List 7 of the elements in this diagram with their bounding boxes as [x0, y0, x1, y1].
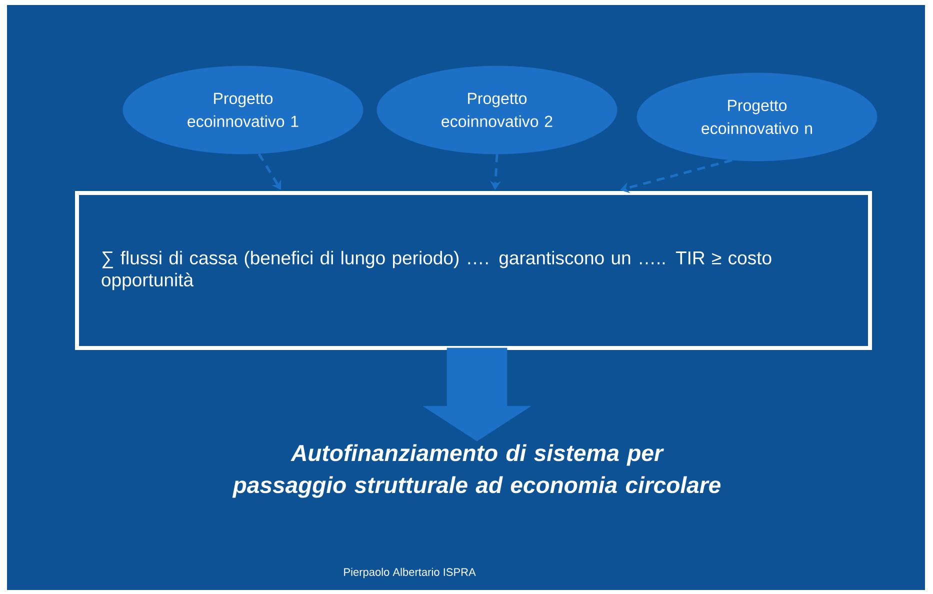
ellipse-node: Progetto ecoinnovativo n: [636, 72, 878, 162]
ellipse-node: Progetto ecoinnovativo 2: [376, 66, 618, 154]
footer-text: Pierpaolo Albertario ISPRA: [344, 568, 476, 578]
process-box: ∑ flussi di cassa (benefici di lungo periodo) …. garantiscono un ….. TIR ≥ costo opportunità: [75, 191, 872, 350]
block-arrow: [422, 348, 532, 442]
outcome-text: Autofinanziamento di sistema per passaggio strutturale ad economia circolare: [232, 444, 720, 498]
ellipse-node: Progetto ecoinnovativo 1: [122, 66, 364, 154]
